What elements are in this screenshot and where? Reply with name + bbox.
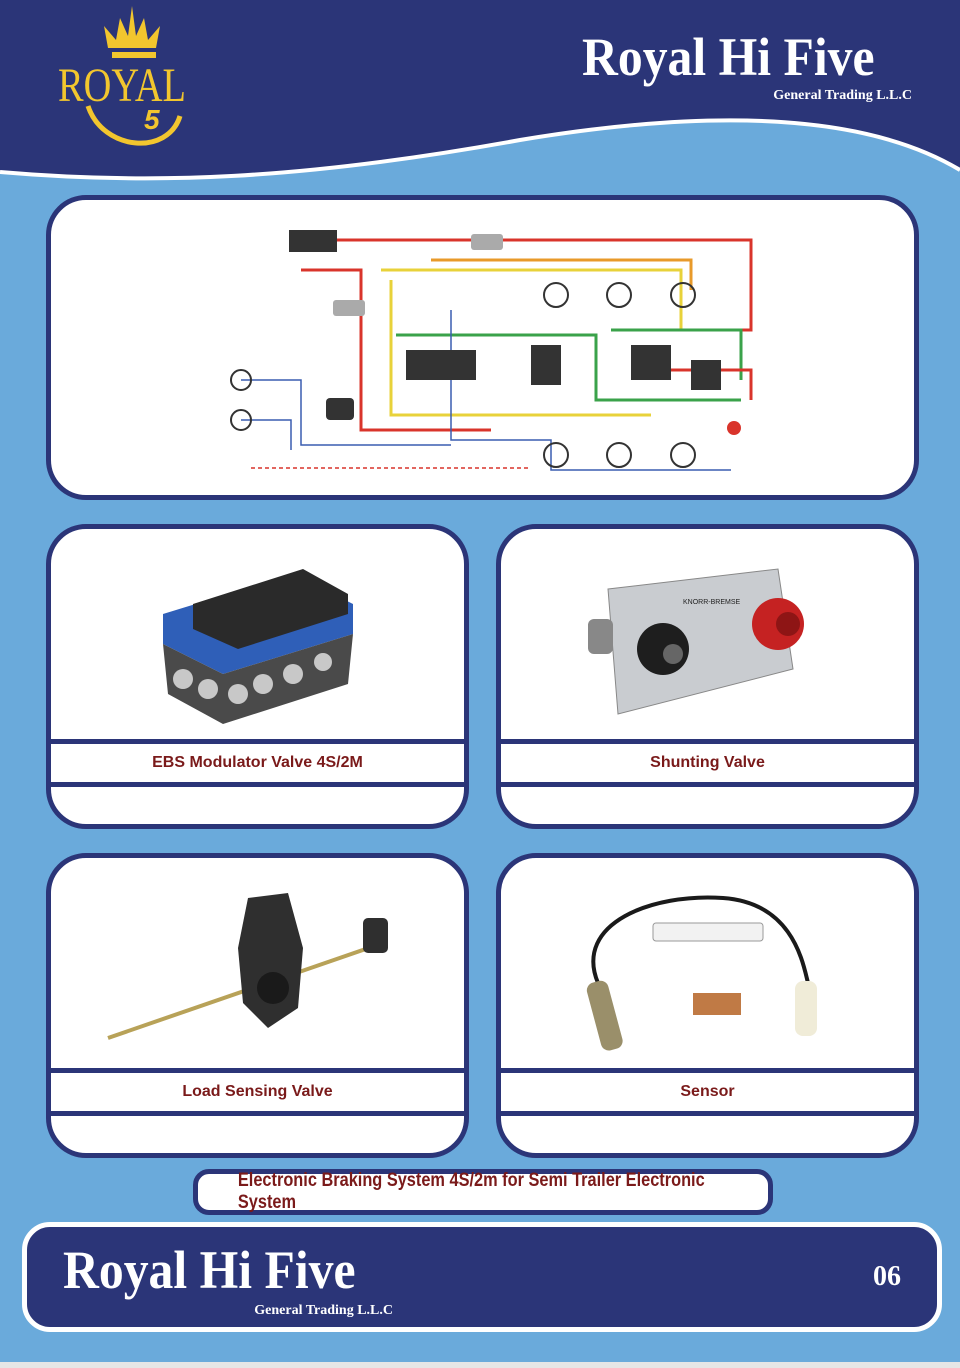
sensor-image [501,858,914,1068]
product-label: EBS Modulator Valve 4S/2M [51,739,464,787]
footer-brand: Royal Hi Five General Trading L.L.C [63,1239,393,1323]
shunting-valve-image: KNORR-BREMSE [501,529,914,739]
header-wave [0,0,960,181]
logo-number: 5 [144,104,160,135]
ebs-modulator-image [51,529,464,739]
page-header: ROYAL 5 Royal Hi Five General Trading L.… [0,0,960,200]
product-card-shunting-valve[interactable]: KNORR-BREMSE Shunting Valve [496,524,919,829]
brand-subtitle: General Trading L.L.C [254,1303,393,1318]
page-number: 06 [873,1261,901,1292]
logo-text: ROYAL [58,59,187,112]
product-card-ebs-modulator[interactable]: EBS Modulator Valve 4S/2M [46,524,469,829]
load-sensing-valve-image [51,858,464,1068]
crown-icon [85,6,183,146]
ebs-wiring-diagram [230,230,753,471]
product-card-sensor[interactable]: Sensor [496,853,919,1158]
product-label: Load Sensing Valve [51,1068,464,1116]
header-brand: Royal Hi Five General Trading L.L.C [582,26,912,110]
page-edge [0,1362,960,1368]
product-card-load-sensing-valve[interactable]: Load Sensing Valve [46,853,469,1158]
page-footer: Royal Hi Five General Trading L.L.C 06 [22,1222,942,1332]
brand-name: Royal Hi Five [582,27,875,87]
svg-text:KNORR-BREMSE: KNORR-BREMSE [683,599,741,606]
page-caption: Electronic Braking System 4S/2m for Semi… [193,1169,773,1215]
brand-subtitle: General Trading L.L.C [773,88,912,103]
product-label: Sensor [501,1068,914,1116]
caption-text: Electronic Braking System 4S/2m for Semi… [237,1170,705,1213]
brand-name: Royal Hi Five [63,1240,356,1300]
ebs-diagram-card [46,195,919,500]
product-label: Shunting Valve [501,739,914,787]
royal-5-logo: ROYAL 5 [58,6,208,151]
